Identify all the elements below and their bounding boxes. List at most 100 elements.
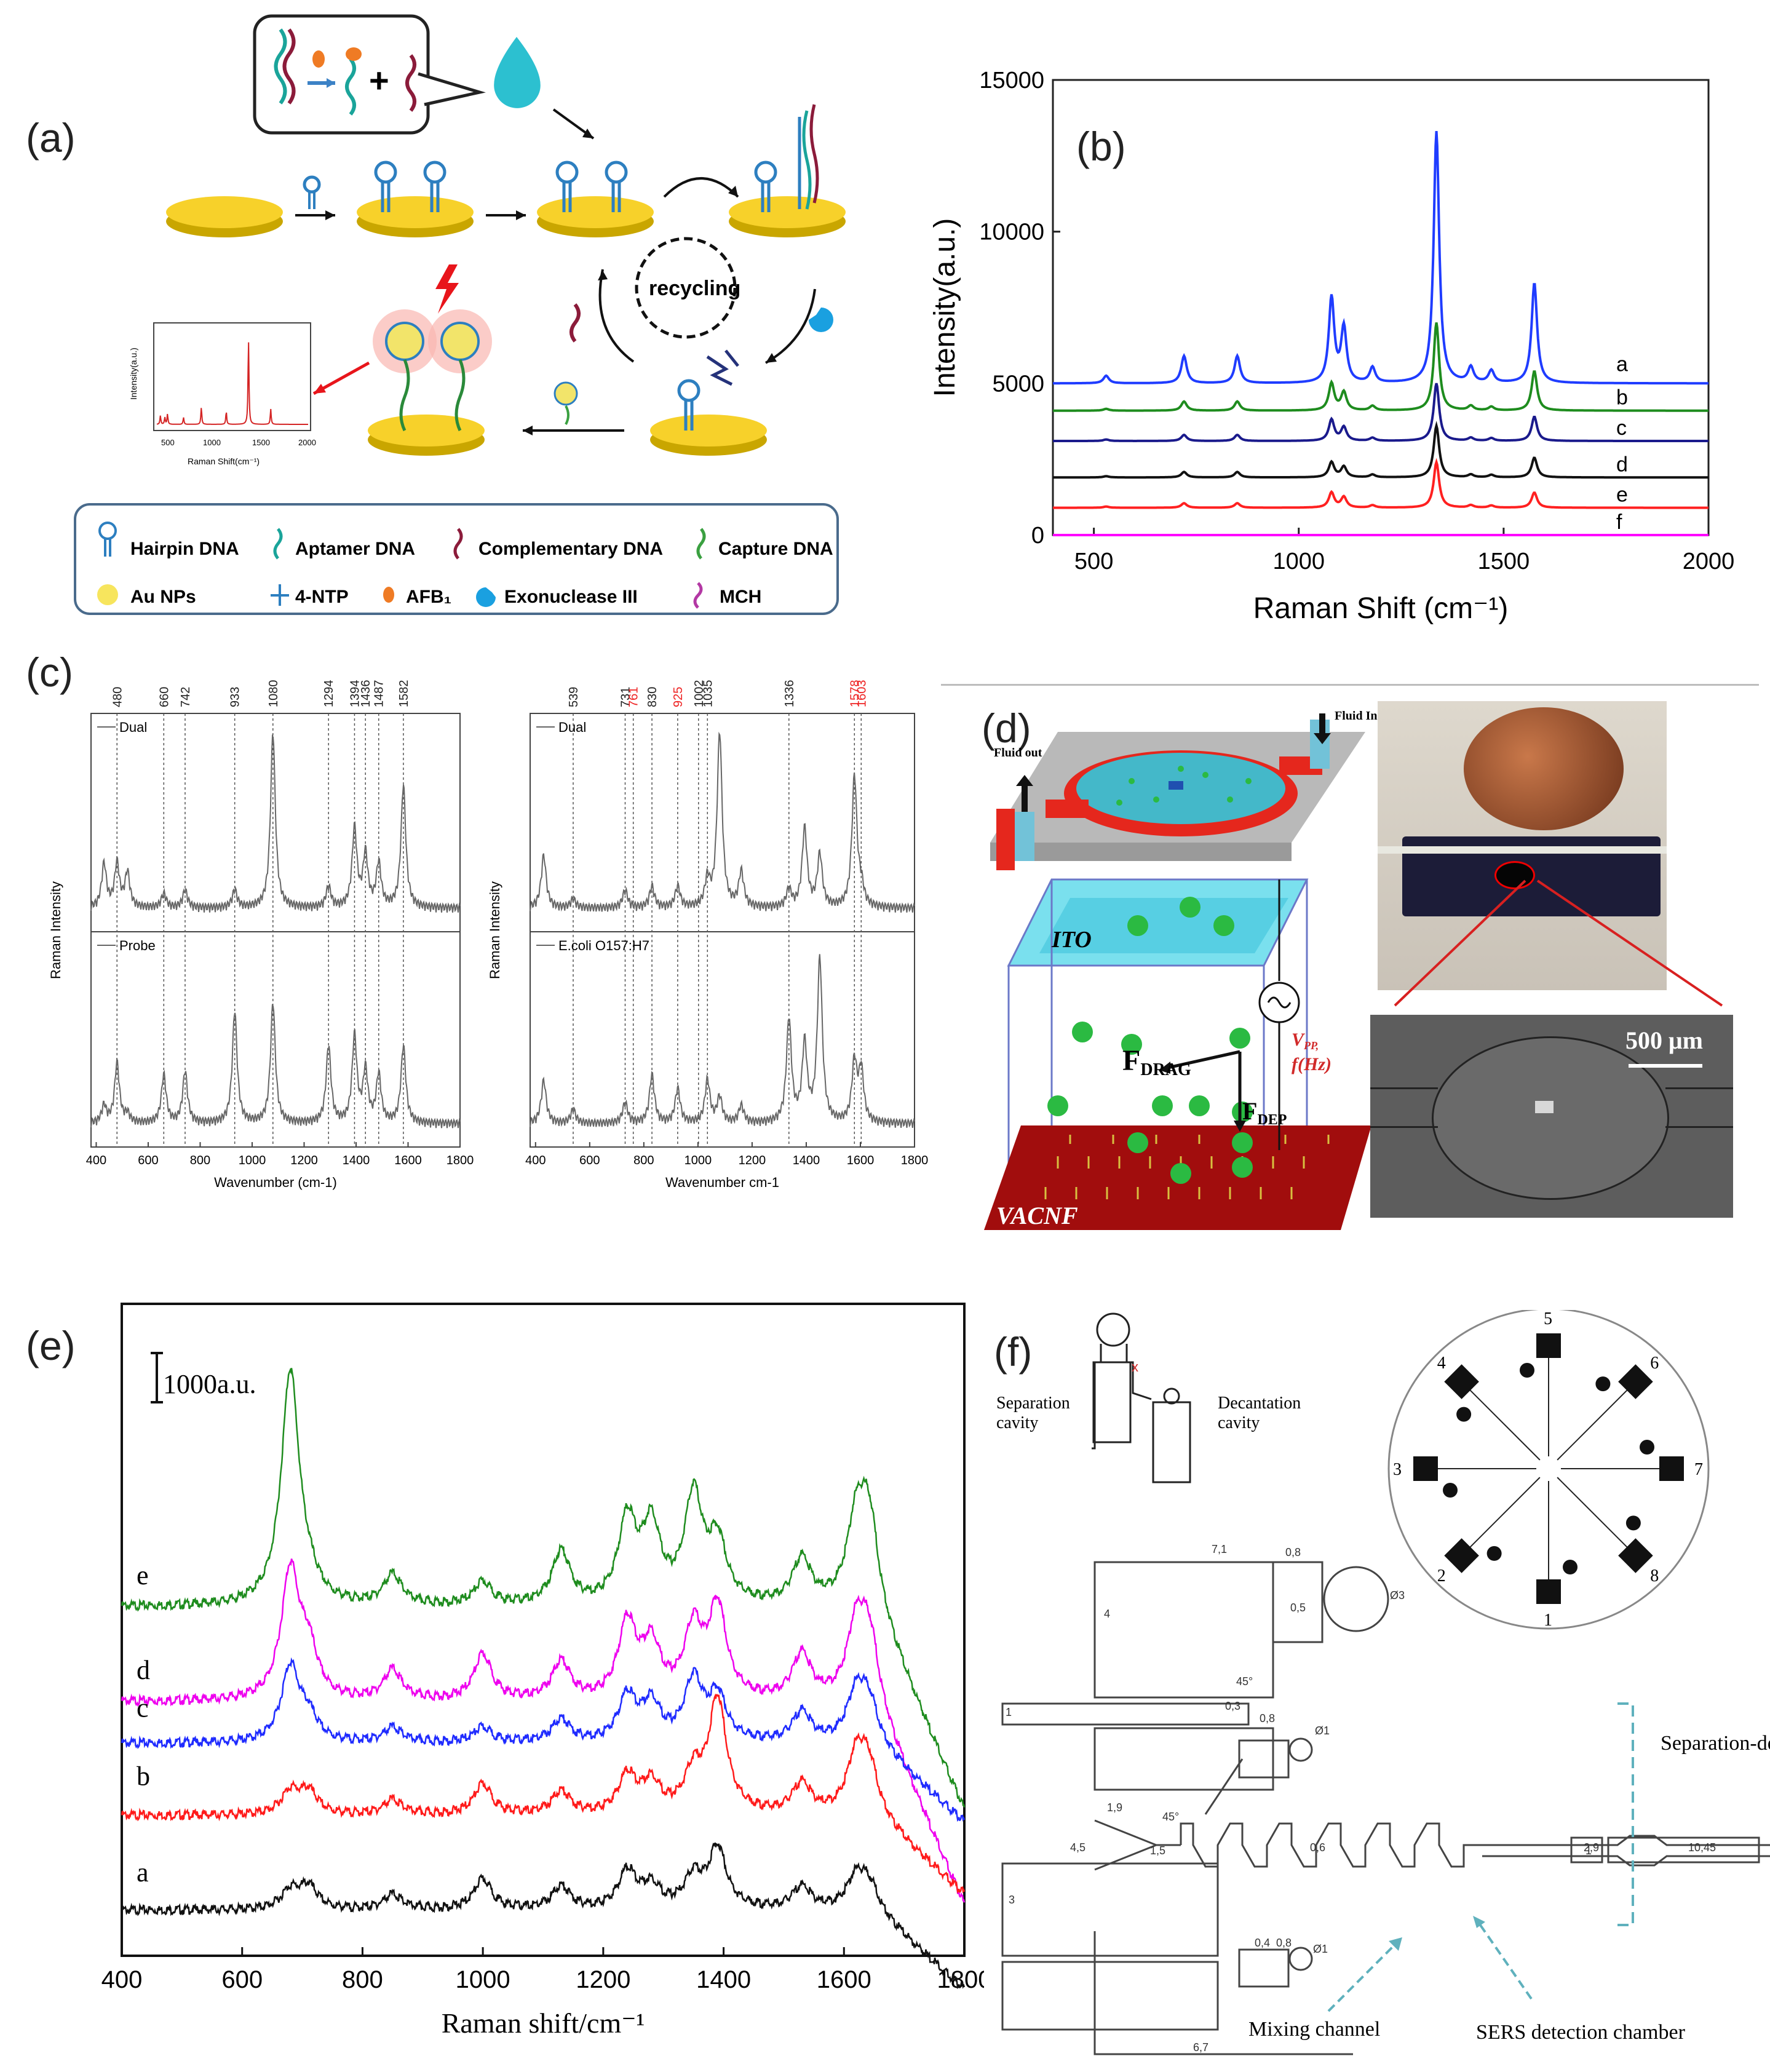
wheel-cavity <box>1443 1483 1458 1498</box>
peak-label-c: 1002 <box>693 680 706 708</box>
dimension-label: 1 <box>1585 1844 1592 1857</box>
peak-label-c: 933 <box>229 687 242 707</box>
legend-label-c: E.coli O157:H7 <box>558 938 649 953</box>
mini-plot-ylabel: Intensity(a.u.) <box>129 347 138 400</box>
x-tick-label-c: 1800 <box>446 1154 474 1167</box>
micrograph-image: 500 μm <box>1370 1015 1733 1218</box>
gold-electrode-5 <box>650 349 767 456</box>
gold-nanoparticle-probe-icon <box>554 381 578 406</box>
legend-capture: Capture DNA <box>718 539 833 559</box>
legend-aptamer: Aptamer DNA <box>295 539 415 559</box>
x-tick-label-c: 1400 <box>343 1154 370 1167</box>
x-tick-label-e: 600 <box>221 1966 263 1993</box>
peak-label-c: 480 <box>111 687 124 707</box>
legend-label-c: Dual <box>558 720 586 735</box>
svg-text:500: 500 <box>161 438 175 447</box>
x-tick-label-c: 400 <box>525 1154 546 1167</box>
legend-afb1: AFB₁ <box>406 587 451 607</box>
legend-hairpin: Hairpin DNA <box>130 539 239 559</box>
series-label-a: a <box>1616 352 1628 376</box>
series-line-e-a <box>121 1842 966 1990</box>
series-line-e-c <box>121 1657 966 1822</box>
afb1-molecule-icon <box>312 50 325 68</box>
separation-cavity-1: Separation <box>996 1394 1070 1413</box>
x-tick-label-b: 1500 <box>1478 549 1530 574</box>
panel-e-label: (e) <box>26 1323 76 1368</box>
decantation-cavity-1: Decantation <box>1218 1394 1301 1413</box>
peak-label-c: 1035 <box>701 680 715 708</box>
peak-label-c: 830 <box>646 687 659 707</box>
panel-f-label: (f) <box>994 1329 1033 1375</box>
legend-complementary-icon <box>453 528 463 560</box>
peak-label-c: 1080 <box>267 680 280 708</box>
x-tick-label-e: 400 <box>101 1966 143 1993</box>
mini-raman-plot: Intensity(a.u.) Raman Shift(cm⁻¹) 500 10… <box>129 322 316 466</box>
svg-text:x: x <box>1132 1359 1138 1375</box>
wheel-spoke <box>1461 1381 1541 1461</box>
aptamer-strand-icon <box>274 28 287 105</box>
droplet-icon <box>494 37 541 108</box>
ito-label: ITO <box>1051 927 1092 953</box>
legend-exonuclease: Exonuclease III <box>504 587 638 607</box>
vacnf-label: VACNF <box>996 1202 1078 1229</box>
y-axis-label-c: Raman Intensity <box>48 881 63 979</box>
sers-chamber-label: SERS detection chamber <box>1476 2021 1686 2044</box>
spectrum-c-1-0 <box>530 731 915 913</box>
fdrag-label: FDRAG <box>1122 1044 1191 1079</box>
gold-electrode-1 <box>166 196 283 237</box>
panel-c-label: (c) <box>26 649 73 695</box>
gold-electrode-6 <box>368 309 492 456</box>
x-tick-label-c: 1200 <box>290 1154 318 1167</box>
wheel-number: 3 <box>1393 1460 1402 1479</box>
wheel-number: 5 <box>1544 1310 1552 1328</box>
series-line-a <box>1053 130 1708 385</box>
panel-a-legend <box>74 503 839 615</box>
series-label-b: b <box>1616 386 1628 410</box>
series-label-e-b: b <box>137 1761 150 1792</box>
spectrum-c-0-1 <box>90 1004 461 1129</box>
peak-label-c: 1294 <box>322 680 336 708</box>
legend-aptamer-icon <box>273 528 283 560</box>
dimension-label: 10,45 <box>1688 1841 1716 1854</box>
legend-mch-icon <box>693 582 703 609</box>
series-label-d: d <box>1616 453 1628 476</box>
y-tick-label-b: 0 <box>1031 523 1044 549</box>
dimension-label: 45° <box>1162 1811 1179 1823</box>
x-tick-label-c: 1200 <box>739 1154 766 1167</box>
peak-label-c: 1603 <box>855 680 868 708</box>
peak-label-c: 1582 <box>397 680 411 708</box>
svg-text:+: + <box>369 61 389 100</box>
x-tick-label-c: 1800 <box>901 1154 929 1167</box>
spectrum-c-0-0 <box>90 734 461 913</box>
x-tick-label-c: 800 <box>190 1154 210 1167</box>
peak-label-c: 1436 <box>359 680 373 708</box>
vpp-label: VPP, <box>1292 1030 1319 1052</box>
svg-text:2000: 2000 <box>298 438 316 447</box>
series-line-e-e <box>121 1368 966 1808</box>
wheel-unit <box>1618 1538 1653 1573</box>
wheel-cavity <box>1625 1515 1641 1531</box>
plot-frame-c-1 <box>530 713 915 1148</box>
zoom-lines <box>1394 879 1723 1007</box>
legend-capture-icon <box>696 528 706 560</box>
panel-b-label: (b) <box>1076 124 1126 169</box>
legend-aunp-icon <box>97 584 118 605</box>
peak-label-c: 660 <box>157 687 171 707</box>
wheel-spoke <box>1461 1477 1541 1557</box>
series-line-e-b <box>121 1693 966 1894</box>
device-photo <box>1378 701 1667 990</box>
series-line-e-d <box>121 1558 966 1903</box>
mixing-channel-label: Mixing channel <box>1248 2018 1380 2041</box>
y-tick-label-b: 10000 <box>979 220 1044 245</box>
svg-text:1000: 1000 <box>203 438 221 447</box>
dimension-label: 3 <box>1009 1894 1015 1906</box>
y-tick-label-b: 15000 <box>979 68 1044 93</box>
legend-label-c: Dual <box>119 720 147 735</box>
dimension-label: 0,8 <box>1276 1937 1292 1949</box>
gold-electrode-4 <box>729 104 846 237</box>
dimension-label: 0,5 <box>1290 1602 1306 1614</box>
particles <box>1047 897 1253 1184</box>
wheel-unit <box>1444 1538 1479 1573</box>
